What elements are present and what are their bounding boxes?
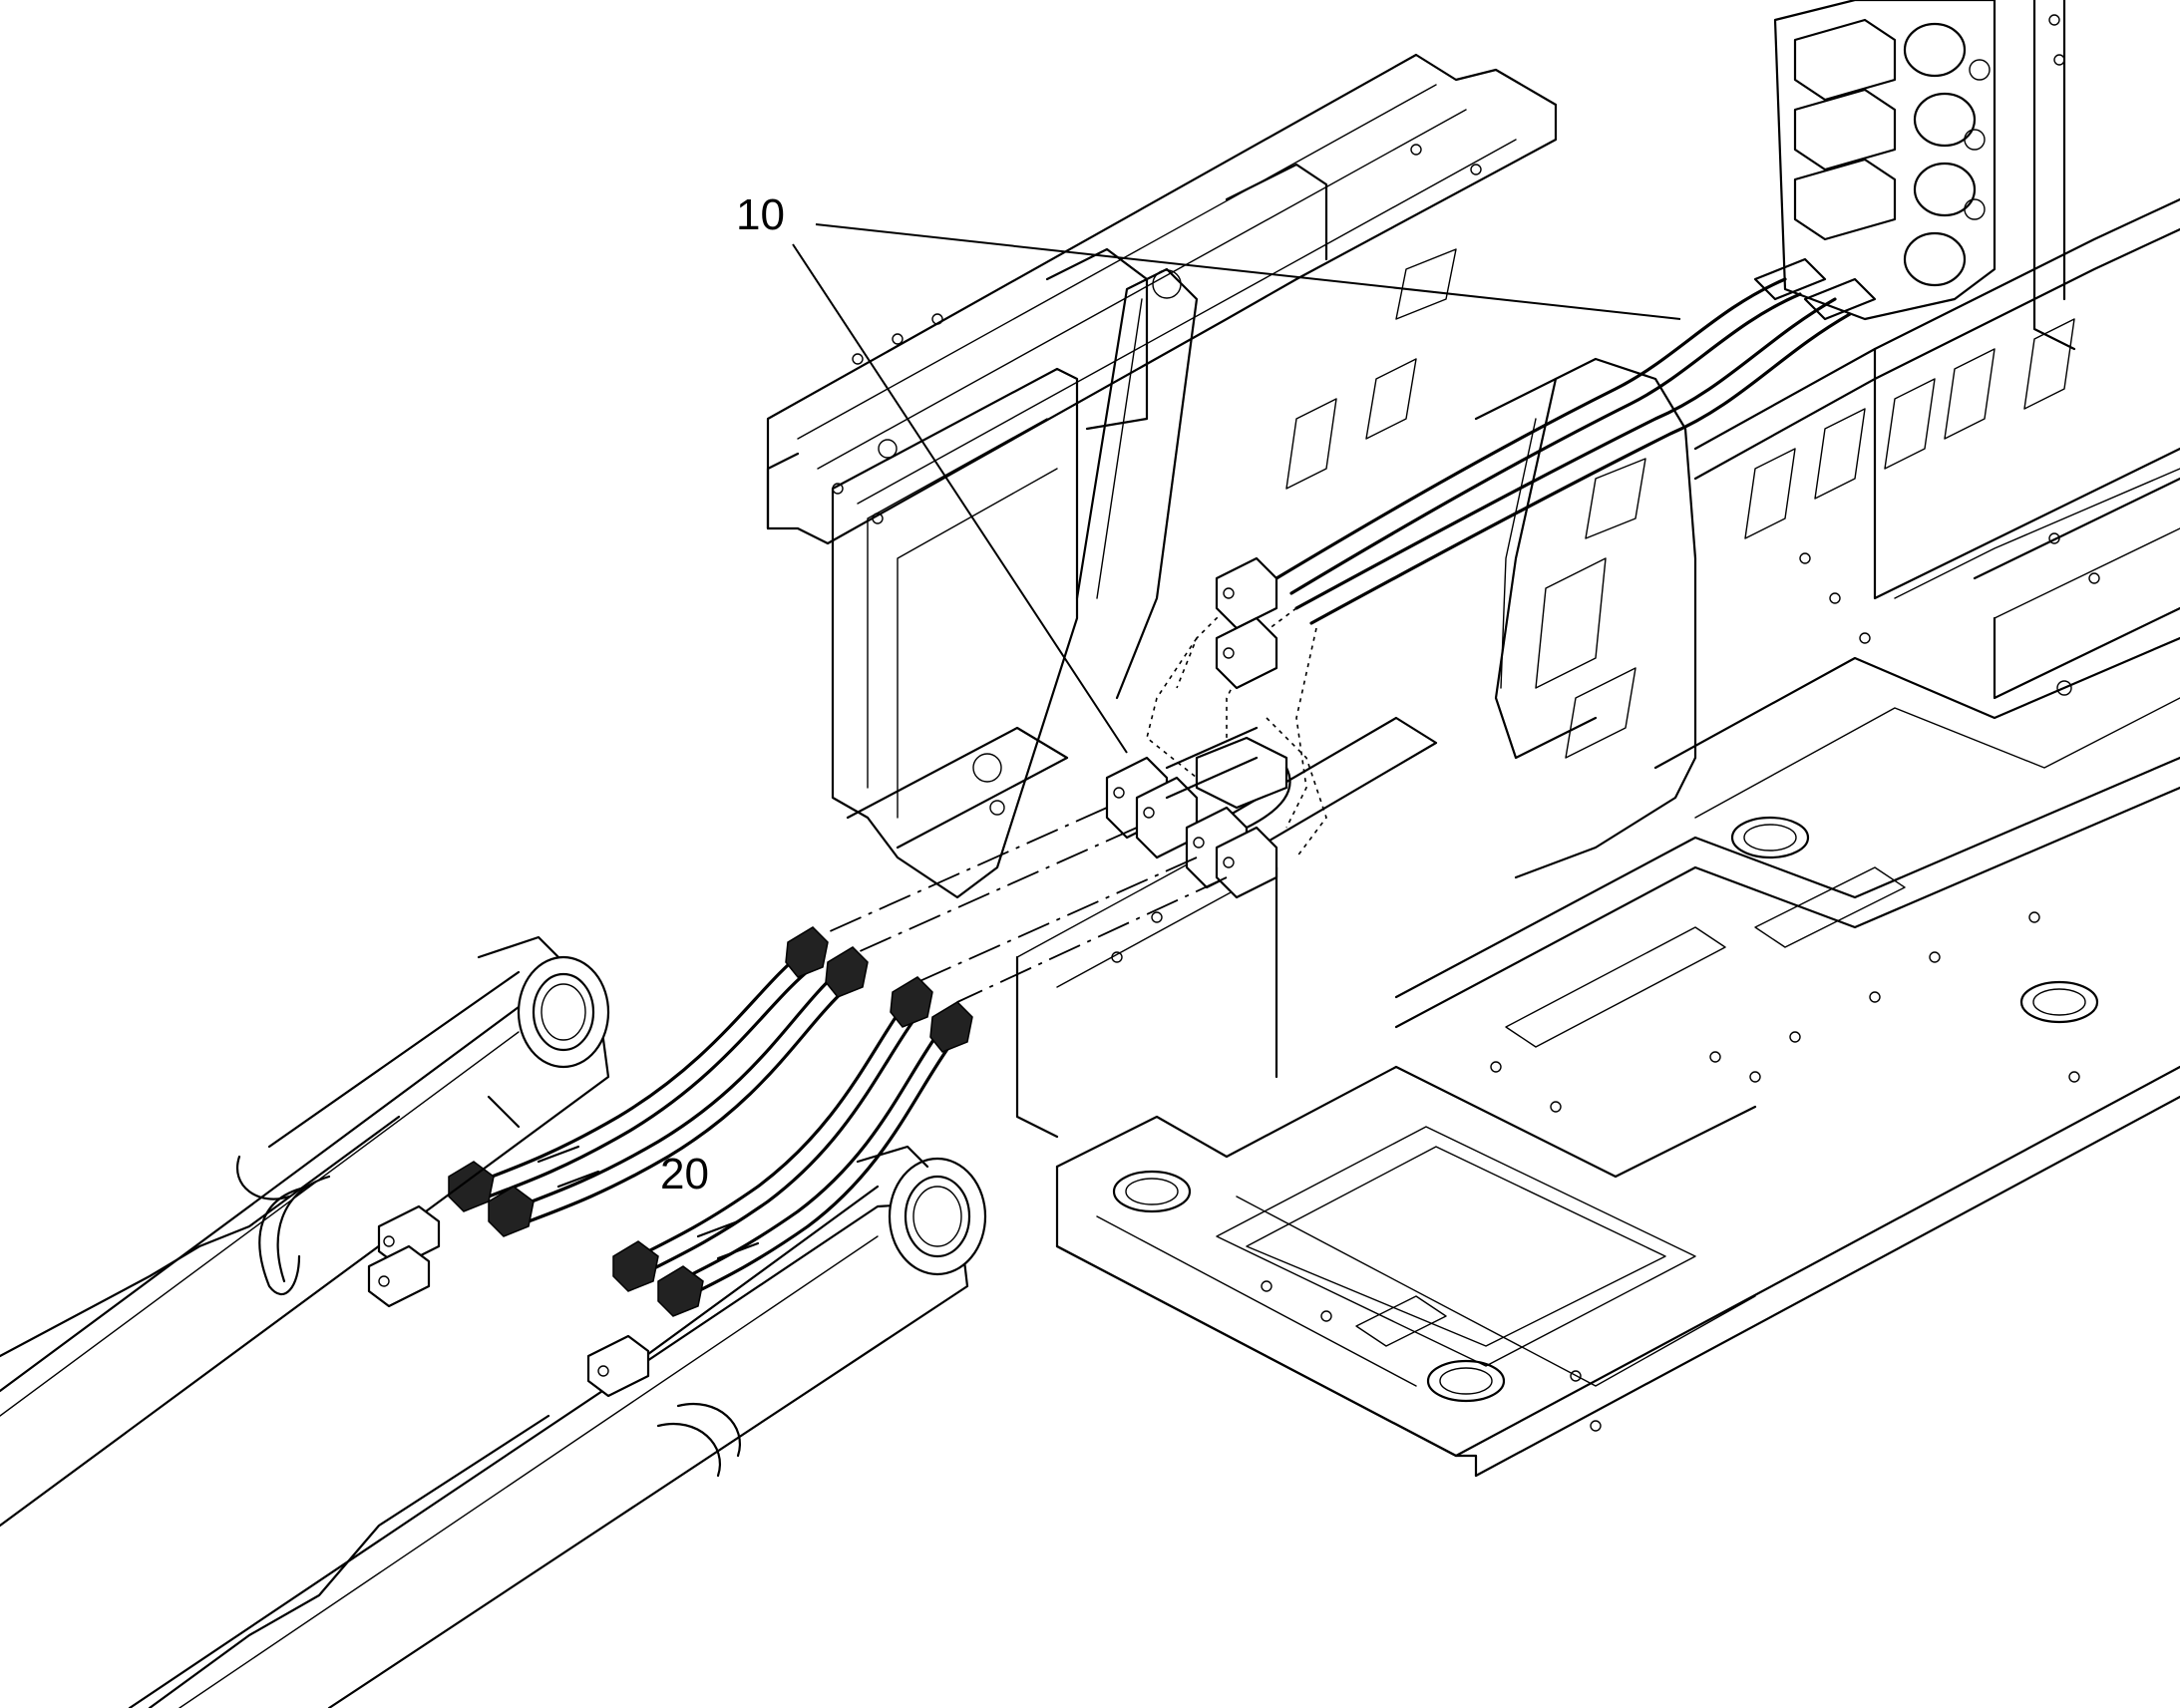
- callout-leaders: [792, 223, 1681, 754]
- explode-lines: [827, 807, 1228, 1003]
- callout-label-20: 20: [660, 1150, 709, 1198]
- boom-cylinders: [0, 935, 987, 1708]
- leader-10-a: [792, 243, 1128, 754]
- bolt-holes: [832, 144, 2100, 1432]
- control-valve-block: [1753, 0, 2076, 351]
- machine-frame: [766, 53, 2180, 1478]
- hose-assembly-10: [1105, 277, 1852, 899]
- leader-10-b: [815, 223, 1681, 320]
- callout-label-10: 10: [736, 190, 785, 239]
- hose-assembly-20: [448, 926, 973, 1317]
